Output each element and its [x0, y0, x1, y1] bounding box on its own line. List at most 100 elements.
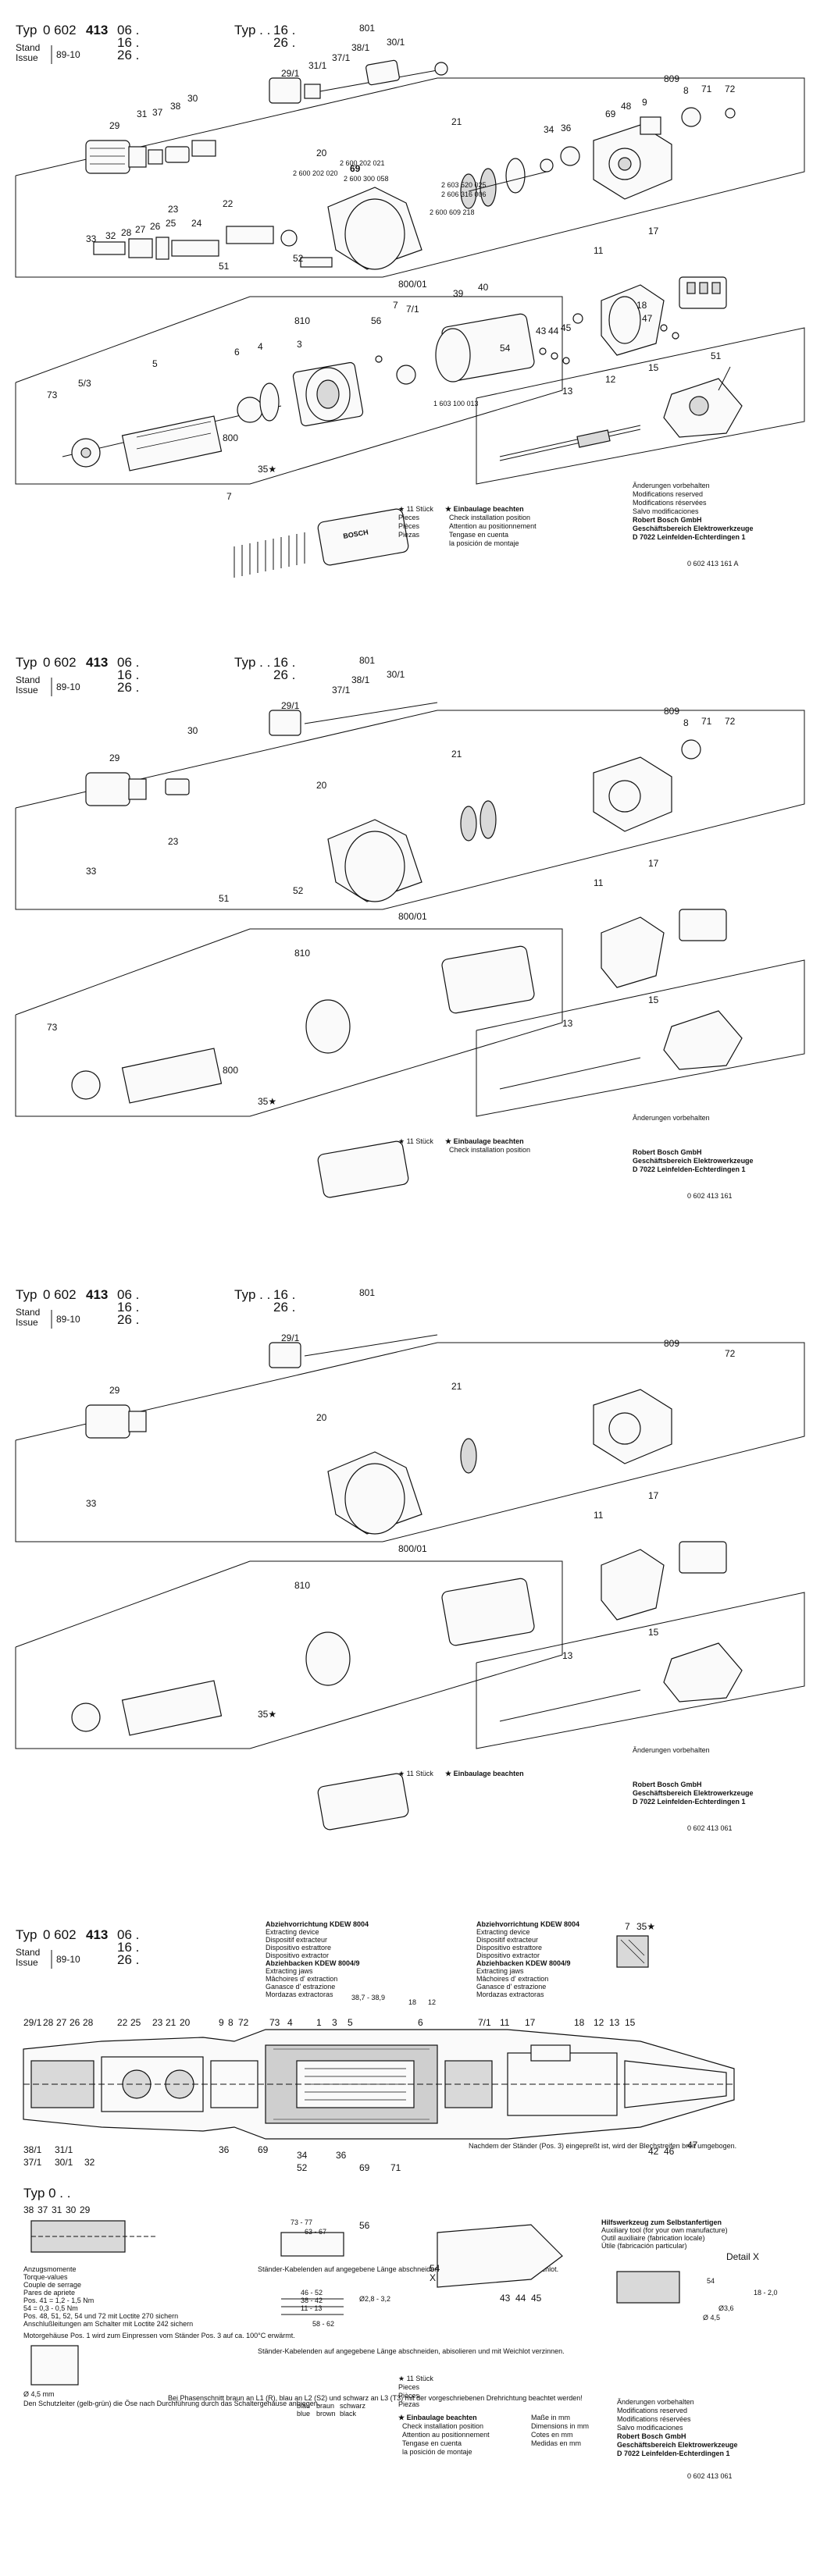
svg-text:Dispositivo extractor: Dispositivo extractor [266, 1952, 329, 1959]
svg-text:Attention au positionnement: Attention au positionnement [402, 2431, 490, 2439]
sheet1-typ-short-0: 16 . [273, 23, 295, 37]
svg-text:48: 48 [621, 101, 632, 112]
sheet1-variant-0: 06 . [117, 23, 139, 37]
svg-text:21: 21 [451, 1381, 462, 1392]
svg-text:blue: blue [297, 2410, 310, 2418]
sheet1-end-cap [663, 378, 743, 438]
sheet3-footnotes: ★ 11 Stück ★ Einbaulage beachten Änderun… [398, 1746, 754, 1832]
sheet1-date: 89-10 [56, 49, 80, 60]
svg-text:Hilfswerkzeug zum Selbstanfert: Hilfswerkzeug zum Selbstanfertigen [601, 2218, 722, 2226]
sheet4-section-view [23, 2029, 735, 2140]
svg-text:17: 17 [648, 858, 659, 869]
svg-text:69: 69 [359, 2162, 370, 2173]
svg-text:11: 11 [594, 877, 604, 888]
svg-text:★ Einbaulage beachten: ★ Einbaulage beachten [398, 2414, 477, 2421]
sheet1-doc-number: 0 602 413 161 A [687, 560, 739, 568]
svg-text:Bei Phasenschnitt braun an L1: Bei Phasenschnitt braun an L1 (R), blau … [168, 2394, 583, 2402]
svg-text:black: black [340, 2410, 357, 2418]
svg-text:Abziehvorrichtung KDEW 8004: Abziehvorrichtung KDEW 8004 [476, 1920, 579, 1928]
svg-text:46: 46 [664, 2146, 675, 2157]
svg-text:33: 33 [86, 1498, 97, 1509]
svg-text:40: 40 [478, 282, 489, 293]
svg-text:54: 54 [707, 2277, 715, 2285]
svg-text:2 606 316 006: 2 606 316 006 [441, 190, 487, 198]
svg-text:Mâchoires d' extraction: Mâchoires d' extraction [266, 1975, 337, 1983]
svg-text:Modifications réservées: Modifications réservées [617, 2415, 691, 2423]
sheet4-pos3-note: Nachdem der Ständer (Pos. 3) eingepreßt … [469, 2142, 736, 2150]
svg-text:Ganasce d' estrazione: Ganasce d' estrazione [266, 1983, 335, 1991]
svg-text:29/1: 29/1 [281, 68, 300, 79]
svg-text:23: 23 [152, 2017, 163, 2028]
svg-text:20: 20 [316, 148, 327, 158]
sheet4-cable-diagram: 73 - 77 63 - 67 56 Ständer-Kabelenden au… [258, 2218, 565, 2355]
svg-text:Dispositif extracteur: Dispositif extracteur [266, 1936, 327, 1944]
svg-text:35★: 35★ [258, 464, 276, 475]
svg-text:29: 29 [109, 120, 120, 131]
svg-text:2 600 300 058: 2 600 300 058 [344, 175, 389, 183]
svg-text:33: 33 [86, 866, 97, 877]
svg-text:36: 36 [219, 2144, 230, 2155]
svg-text:8: 8 [228, 2017, 234, 2028]
sheet3-doc-number: 0 602 413 061 [687, 1824, 733, 1832]
svg-text:1 603 100 013: 1 603 100 013 [433, 400, 479, 407]
svg-text:16 .: 16 . [117, 1300, 139, 1315]
svg-text:Typ: Typ [16, 1287, 37, 1302]
svg-text:Detail X: Detail X [726, 2251, 759, 2262]
svg-text:27: 27 [56, 2017, 67, 2028]
sheet2-part-labels: 801 30/1 38/1 37/1 29/1 29 30 809 8 71 7… [47, 655, 736, 1107]
svg-text:Extracting device: Extracting device [476, 1928, 530, 1936]
svg-text:06 .: 06 . [117, 1287, 139, 1302]
svg-text:Modifications reserved: Modifications reserved [617, 2407, 687, 2414]
svg-text:56: 56 [371, 315, 382, 326]
svg-text:18 - 2,0: 18 - 2,0 [754, 2289, 778, 2297]
svg-text:73: 73 [47, 1022, 58, 1033]
svg-text:Typ . .: Typ . . [234, 1287, 270, 1302]
svg-text:36: 36 [561, 123, 572, 133]
svg-text:45: 45 [561, 322, 572, 333]
svg-text:Dispositivo extractor: Dispositivo extractor [476, 1952, 540, 1959]
sheet1-typ-label: Typ [16, 23, 37, 37]
svg-text:56: 56 [359, 2220, 370, 2231]
svg-text:Pieces: Pieces [398, 2383, 420, 2391]
svg-text:16 .: 16 . [117, 667, 139, 682]
svg-text:Dispositivo estrattore: Dispositivo estrattore [266, 1944, 331, 1952]
svg-text:Stand: Stand [16, 1947, 40, 1958]
svg-text:32: 32 [105, 230, 116, 241]
svg-text:Piezas: Piezas [398, 2400, 420, 2408]
svg-text:20: 20 [316, 1412, 327, 1423]
svg-text:30: 30 [187, 93, 198, 104]
svg-text:7/1: 7/1 [478, 2017, 491, 2028]
svg-text:Den Schutzleiter (gelb-grün) d: Den Schutzleiter (gelb-grün) die Öse nac… [23, 2400, 319, 2407]
sheet1-washer-7 [396, 365, 416, 385]
sheet1-switch-block [679, 276, 727, 309]
svg-text:801: 801 [359, 655, 375, 666]
svg-text:38: 38 [23, 2204, 34, 2215]
svg-text:4: 4 [258, 341, 263, 352]
svg-text:braun: braun [316, 2402, 334, 2410]
sheet4: Typ 0 602 413 06 . 16 . 26 . Stand Issue… [16, 1920, 778, 2480]
svg-text:Auxiliary tool (for your own m: Auxiliary tool (for your own manufacture… [601, 2226, 728, 2234]
svg-text:89-10: 89-10 [56, 681, 80, 692]
svg-text:12: 12 [594, 2017, 604, 2028]
sheet1-typ-short-1: 26 . [273, 35, 295, 50]
sheet1-spindle-end [165, 146, 190, 163]
sheet1-brush-stack [234, 532, 305, 578]
svg-text:Änderungen vorbehalten: Änderungen vorbehalten [633, 1114, 710, 1122]
svg-text:29: 29 [109, 753, 120, 763]
svg-text:Check installation position: Check installation position [402, 2422, 483, 2430]
svg-text:52: 52 [293, 885, 304, 896]
sheet1-chuck-small [269, 77, 301, 104]
svg-text:44: 44 [548, 326, 559, 336]
svg-text:5/3: 5/3 [78, 378, 91, 389]
sheet3: Typ 0 602 413 06 . 16 . 26 . Stand Issue… [15, 1287, 805, 1832]
svg-text:413: 413 [86, 1287, 108, 1302]
svg-text:Nachdem der Ständer (Pos. 3) e: Nachdem der Ständer (Pos. 3) eingepreßt … [469, 2142, 736, 2150]
svg-text:71: 71 [701, 716, 712, 727]
svg-text:0 602: 0 602 [43, 1287, 77, 1302]
svg-text:28: 28 [83, 2017, 94, 2028]
svg-text:809: 809 [664, 706, 679, 717]
sheet1-gear-housing [327, 187, 422, 270]
svg-text:29: 29 [80, 2204, 91, 2215]
svg-text:810: 810 [294, 948, 310, 959]
svg-text:72: 72 [725, 1348, 736, 1359]
